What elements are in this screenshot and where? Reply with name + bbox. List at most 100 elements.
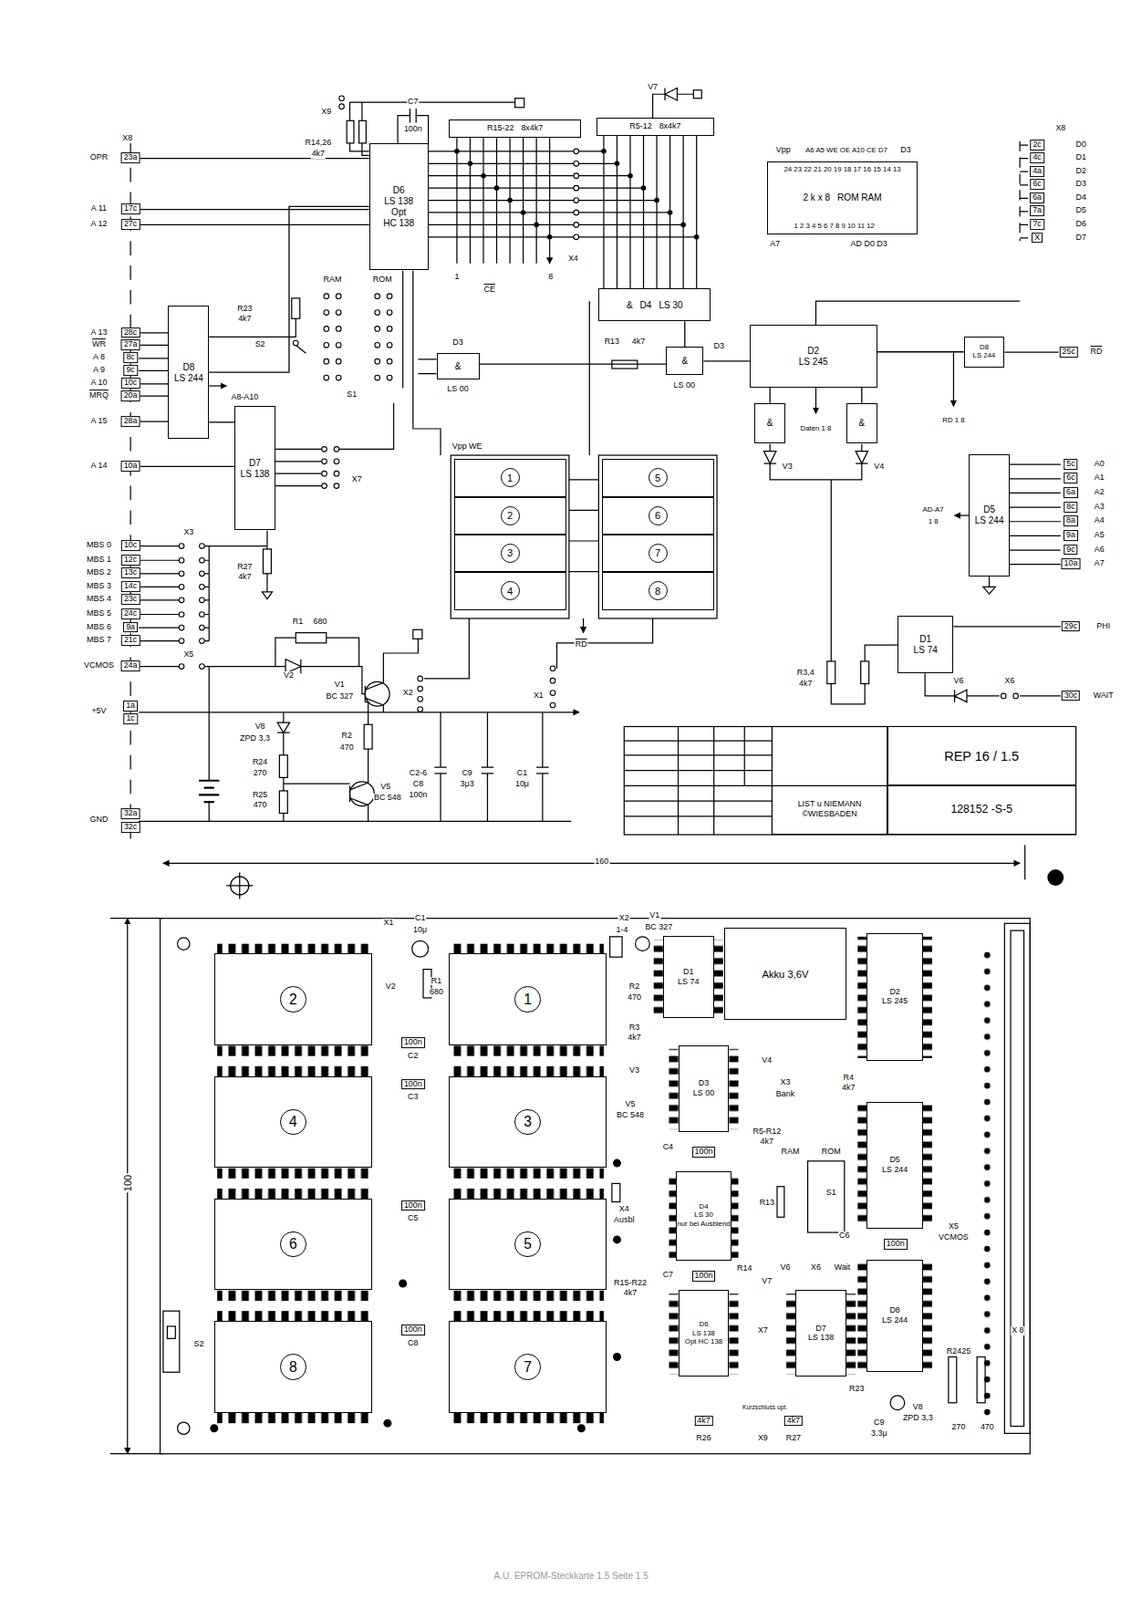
callout-number: 5 (648, 467, 668, 488)
annotation-label: GND (89, 815, 110, 825)
annotation-label: V1 (648, 911, 661, 921)
annotation-label: R2425 (945, 1347, 972, 1357)
annotation-label: V7 (760, 1277, 773, 1287)
annotation-label: CE (482, 285, 496, 295)
annotation-label: 3μ3 (459, 779, 476, 789)
annotation-label: RD 1 8 (941, 415, 965, 425)
pin-label: 4c (1029, 152, 1044, 164)
callout-number: 1 (500, 467, 520, 488)
gate-symbol: & (846, 403, 878, 445)
part-label: 128152 -S-5 (950, 803, 1013, 817)
annotation-label: A7 (768, 239, 781, 250)
annotation-label: D3 (1074, 179, 1087, 189)
part-label: D8 (979, 343, 989, 353)
annotation-label: X2 (402, 688, 415, 698)
memory-slot: 8 (601, 571, 715, 610)
annotation-label: C9 (460, 768, 473, 779)
part-label: D4 (699, 1203, 709, 1212)
memory-slot: 3 (454, 534, 567, 572)
annotation-label: X4 (567, 254, 580, 264)
annotation-label: 3,3μ (870, 1429, 889, 1439)
pin-label: 5c (1063, 458, 1078, 470)
annotation-label: D4 (1074, 193, 1087, 203)
annotation-label: LS 00 (673, 381, 696, 391)
callout-number: 7 (514, 1353, 541, 1381)
annotation-label: D5 (1074, 207, 1087, 217)
annotation-label: C4 (662, 1142, 675, 1152)
pin-label: 10c (121, 539, 140, 551)
annotation-label: 4k7 (311, 149, 326, 159)
annotation-label: Daten 1 8 (799, 424, 833, 433)
pin-label: 100n (401, 1079, 426, 1090)
annotation-label: S2 (193, 1339, 206, 1349)
gate-symbol: & (665, 346, 704, 375)
annotation-label: R26 (695, 1433, 712, 1443)
part-label: & (858, 417, 865, 428)
annotation-label: R24 (251, 757, 269, 768)
part-label: D1 (919, 633, 932, 644)
annotation-label: R14 (736, 1264, 753, 1274)
annotation-label: R3,4 (796, 668, 816, 678)
annotation-label: X7 (351, 475, 364, 485)
annotation-label: D1 (1074, 153, 1087, 163)
part-label: D6 (393, 185, 405, 196)
annotation-label: R14,26 (303, 138, 333, 148)
part-label: nur bei Ausblend (676, 1220, 730, 1229)
memory-slot: 4 (454, 571, 567, 610)
callout-number: 2 (280, 985, 307, 1013)
pin-label: 9c (1063, 544, 1078, 556)
annotation-label: A5 (1093, 530, 1106, 540)
part-label: ©WIESBADEN (801, 809, 857, 820)
annotation-label: MRQ (88, 391, 110, 401)
annotation-label: R5-R12 (751, 1127, 782, 1137)
wire-connector (861, 387, 862, 404)
annotation-label: 680 (312, 617, 329, 627)
pcb-chip: D3LS 00 (678, 1045, 730, 1132)
annotation-label: BC 548 (373, 794, 403, 804)
annotation-label: A4 (1093, 516, 1106, 526)
annotation-label: +5V (90, 707, 107, 717)
ic-socket: 2 (214, 953, 373, 1046)
pin-label: 10a (121, 460, 141, 472)
part-label: D5 (983, 504, 996, 515)
part-label: ROM RAM (837, 192, 882, 203)
annotation-label: R25 (251, 790, 269, 800)
gate-symbol: &D4LS 30 (598, 288, 711, 322)
callout-number: 6 (280, 1231, 307, 1258)
resistor-array: R15-228x4k7 (448, 119, 582, 138)
memory-slot: 6 (601, 497, 715, 535)
annotation-label: D3 (899, 146, 912, 156)
annotation-label: AD-A7 (922, 506, 945, 515)
annotation-label: R27 (236, 562, 253, 572)
annotation-label: V1 (333, 680, 346, 690)
part-label: D6 (698, 1320, 708, 1329)
ic-socket: 5 (448, 1198, 607, 1291)
annotation-label: BC 327 (324, 692, 354, 702)
pin-label: 4a (1029, 166, 1045, 177)
part-label: LS 244 (174, 373, 204, 384)
annotation-label: A 11 (90, 204, 108, 214)
part-label: LS 30 (694, 1211, 713, 1220)
annotation-label: X7 (757, 1326, 769, 1336)
annotation-label: A6 A5 WE OE A10 CE D7 (804, 146, 889, 156)
annotation-label: S1 (825, 1188, 838, 1198)
annotation-label: 10μ (514, 779, 530, 789)
wire-connector (479, 363, 667, 365)
part-label: D8 (182, 362, 195, 373)
annotation-label: 4k7 (631, 337, 646, 347)
annotation-label: RAM (780, 1148, 801, 1158)
annotation-label: 1-4 (615, 925, 630, 935)
part-label: LS 74 (677, 977, 699, 987)
pin-label: 9a (1063, 529, 1079, 541)
chip-box: D6LS 138OptHC 138 (369, 143, 429, 271)
annotation-label: 8 (547, 272, 554, 282)
annotation-label: A 12 (90, 219, 109, 229)
annotation-label: C3 (406, 1092, 419, 1102)
title-cell: REP 16 / 1.5 (887, 726, 1077, 786)
part-label: LS 244 (881, 1316, 908, 1326)
wire (110, 88, 1077, 1454)
pin-label: 4k7 (694, 1415, 713, 1427)
part-label: LS 74 (913, 644, 938, 655)
part-label: LS 245 (881, 996, 908, 1007)
annotation-label: Ausbl (612, 1215, 635, 1225)
